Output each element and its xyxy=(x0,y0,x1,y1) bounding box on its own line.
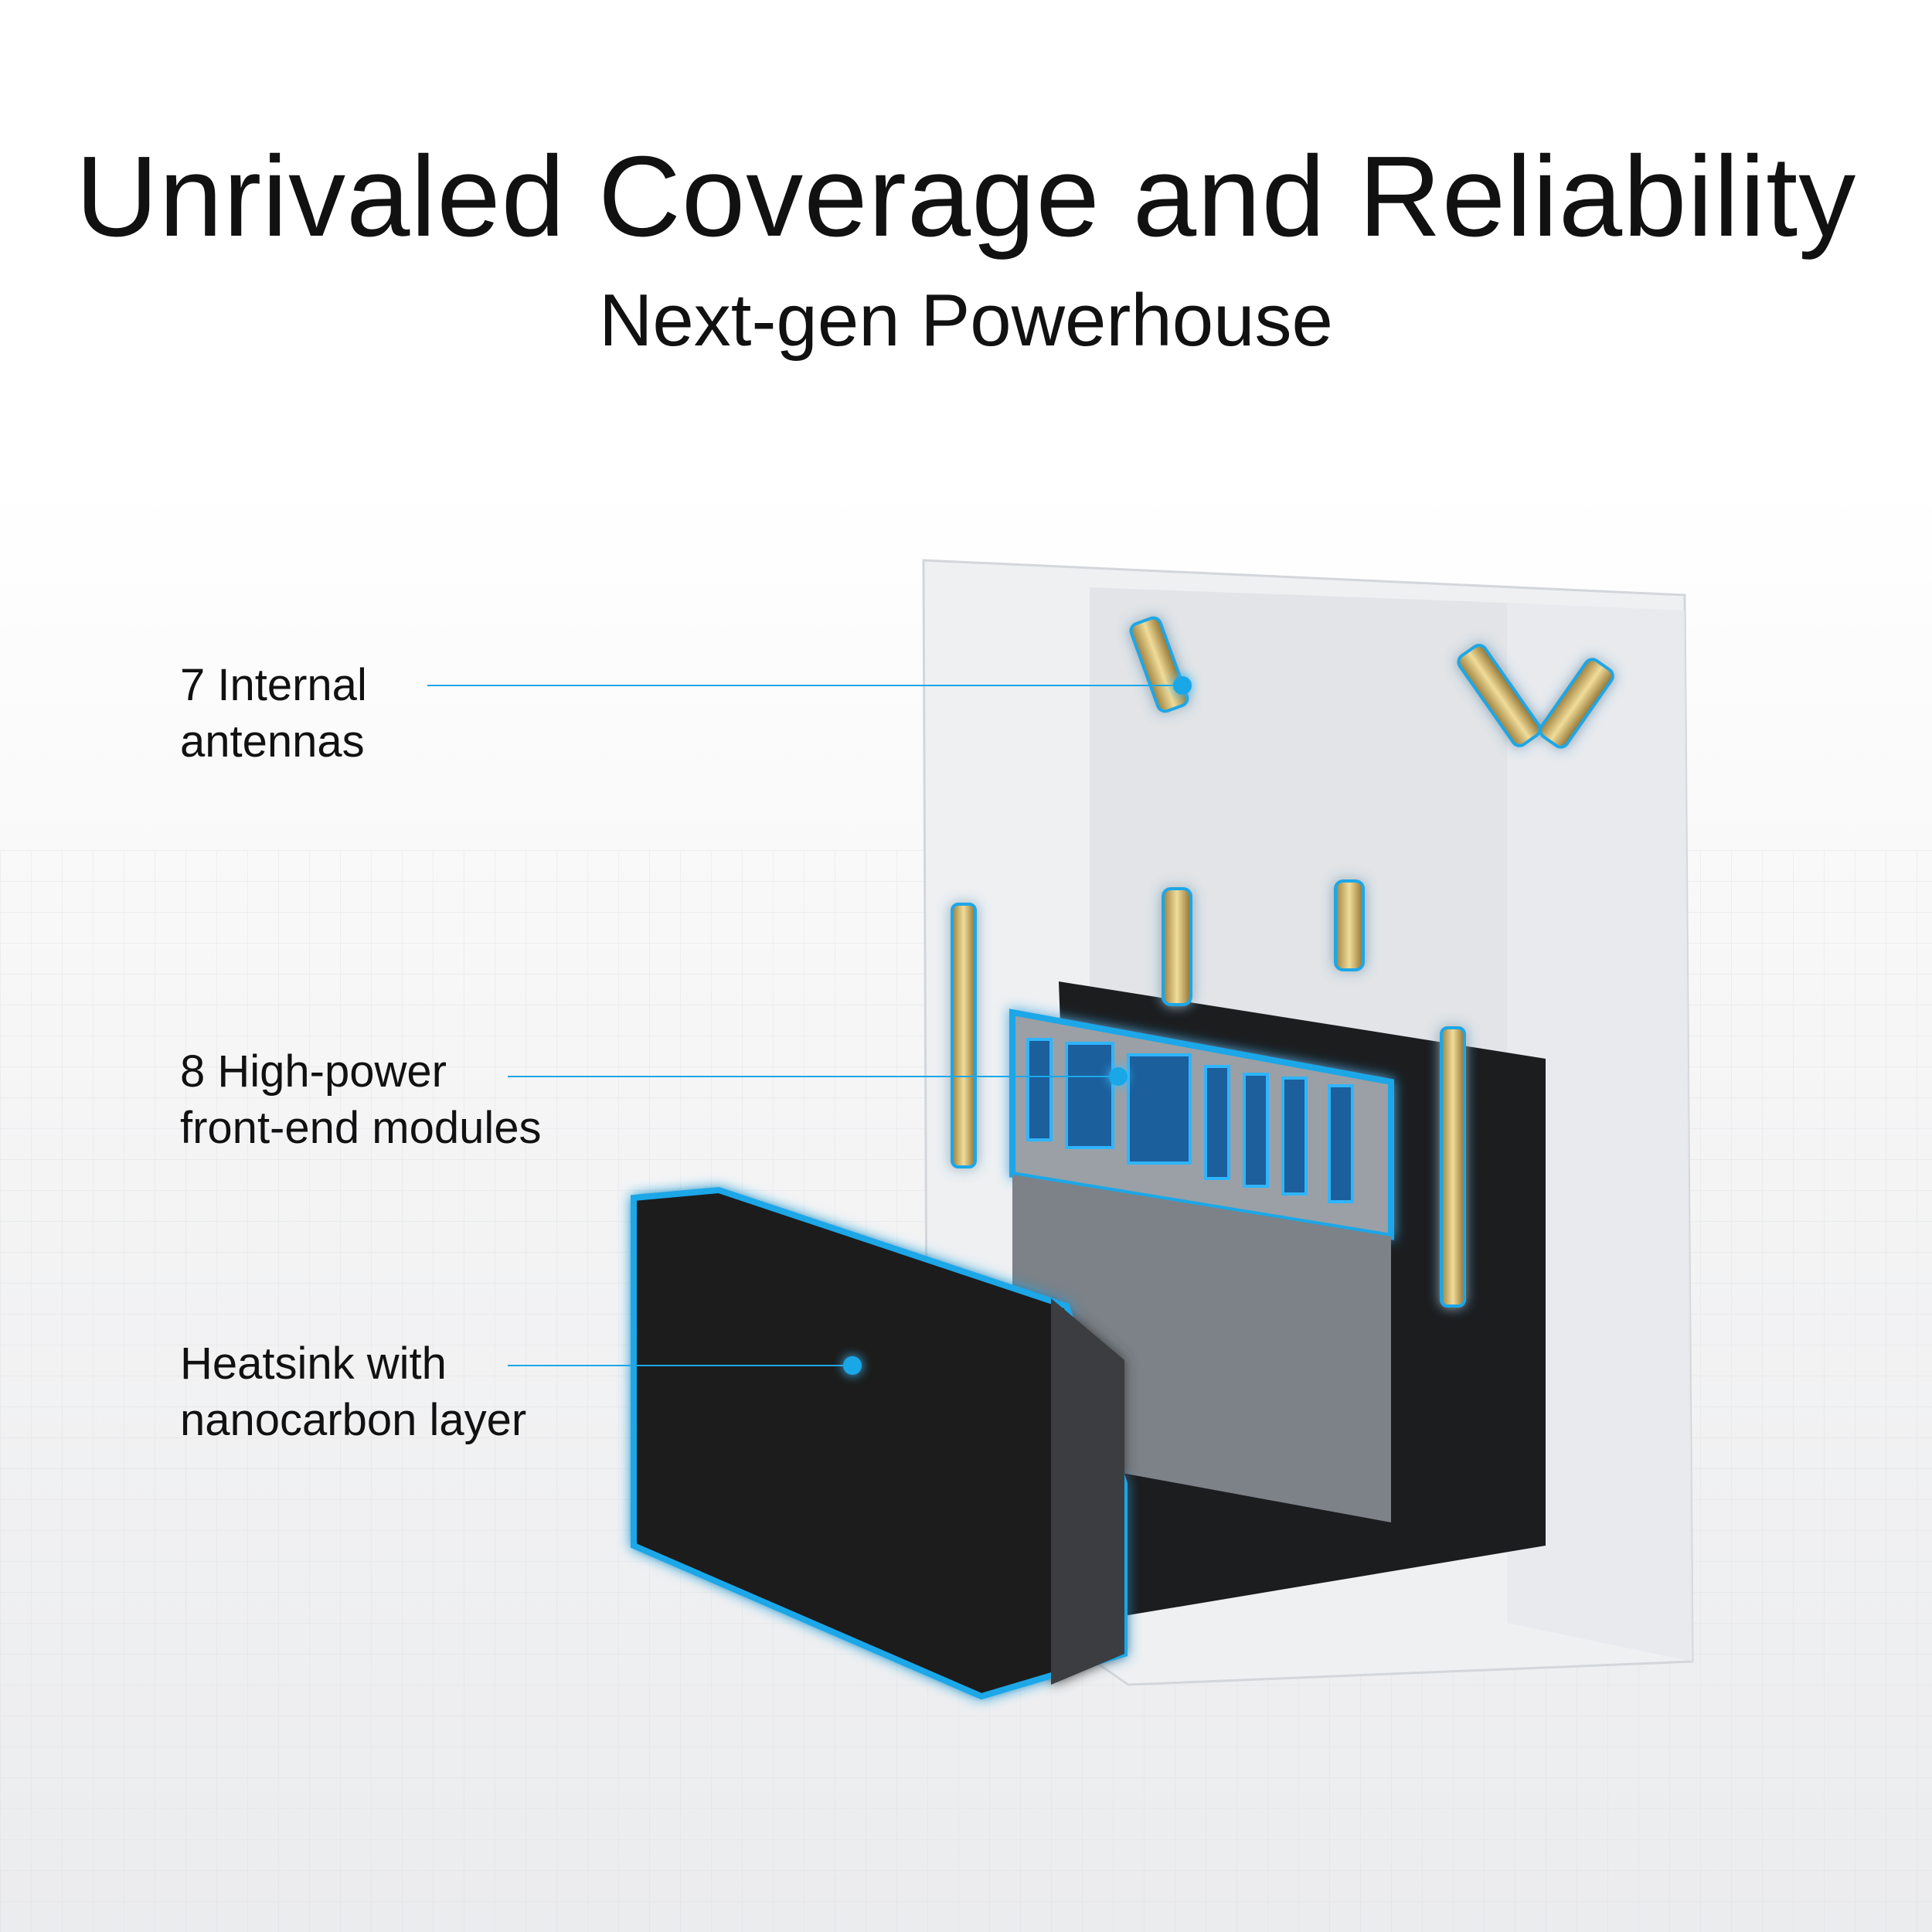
callout-fem-line1: 8 High-power xyxy=(180,1046,447,1097)
circuit-board xyxy=(1009,981,1546,1623)
callout-antennas-line1: 7 Internal xyxy=(180,660,367,710)
callout-antennas-line2: antennas xyxy=(180,716,365,767)
callout-heatsink-dot xyxy=(843,1356,862,1375)
callout-fem-dot xyxy=(1109,1067,1128,1086)
callout-antennas-leader xyxy=(427,685,1182,686)
page-title: Unrivaled Coverage and Reliability xyxy=(75,133,1857,260)
heatsink xyxy=(631,1186,1128,1700)
callout-antennas: 7 Internal antennas xyxy=(180,657,367,770)
callout-fem: 8 High-power front-end modules xyxy=(180,1043,541,1156)
page-subtitle: Next-gen Powerhouse xyxy=(599,279,1333,362)
callout-heatsink: Heatsink with nanocarbon layer xyxy=(180,1335,526,1448)
callout-fem-leader xyxy=(508,1076,1118,1077)
callout-heatsink-leader xyxy=(508,1365,852,1366)
callout-heatsink-line2: nanocarbon layer xyxy=(180,1395,527,1445)
callout-fem-line2: front-end modules xyxy=(180,1103,542,1153)
callout-heatsink-line1: Heatsink with xyxy=(180,1338,447,1389)
callout-antennas-dot xyxy=(1173,676,1192,695)
